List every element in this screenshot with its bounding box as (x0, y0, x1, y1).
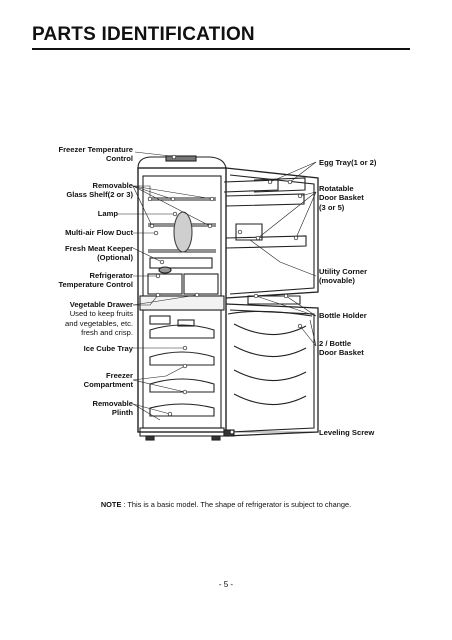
label-line: Ice Cube Tray (83, 344, 133, 353)
label-ice-cube-tray: Ice Cube Tray (30, 344, 133, 353)
label-line: Bottle Holder (319, 311, 367, 320)
label-bottle-holder: Bottle Holder (319, 311, 429, 320)
label-line: Vegetable Drawer (69, 300, 133, 309)
label-line: Plinth (111, 408, 133, 418)
label-line: (movable) (319, 276, 355, 286)
label-line: Fresh Meat Keeper (65, 244, 133, 253)
label-glass-shelf: Removable Glass Shelf(2 or 3) (40, 181, 133, 200)
label-line: Removable (92, 181, 133, 190)
label-utility-corner: Utility Corner (movable) (319, 267, 429, 286)
note-prefix: NOTE (100, 500, 122, 509)
page-title: PARTS IDENTIFICATION (32, 24, 255, 45)
label-line: fresh and crisp. (81, 328, 133, 338)
label-lamp: Lamp (40, 209, 118, 218)
label-removable-plinth: Removable Plinth (30, 399, 133, 418)
label-multi-air-duct: Multi-air Flow Duct (30, 228, 133, 237)
label-fresh-meat-keeper: Fresh Meat Keeper (Optional) (30, 244, 133, 263)
label-freezer-temp-control: Freezer Temperature Control (40, 145, 133, 164)
label-line: Freezer Temperature (58, 145, 133, 154)
label-freezer-compartment: Freezer Compartment (30, 371, 133, 390)
label-line: Door Basket (319, 348, 364, 358)
lower-door (225, 303, 319, 437)
label-line: Utility Corner (319, 267, 368, 276)
label-line: 2 / Bottle (319, 339, 352, 348)
title-rule (32, 48, 410, 50)
label-line: Leveling Screw (319, 428, 375, 437)
label-line: Glass Shelf(2 or 3) (66, 190, 133, 200)
note: NOTE : This is a basic model. The shape … (0, 500, 452, 509)
label-line: Lamp (97, 209, 118, 218)
label-vegetable-drawer: Vegetable Drawer Used to keep fruits and… (30, 300, 133, 338)
label-fridge-temp-control: Refrigerator Temperature Control (30, 271, 133, 290)
label-line: Multi-air Flow Duct (65, 228, 133, 237)
label-line: and vegetables, etc. (65, 318, 133, 328)
label-line: Freezer (105, 371, 133, 380)
label-line: Control (106, 154, 133, 164)
label-egg-tray: Egg Tray(1 or 2) (319, 158, 429, 167)
label-leveling-screw: Leveling Screw (319, 428, 429, 437)
page-number: - 5 - (218, 580, 234, 589)
label-line: (3 or 5) (319, 202, 345, 212)
note-text: : This is a basic model. The shape of re… (121, 500, 352, 509)
upper-door (225, 167, 319, 299)
label-line: Compartment (83, 380, 133, 390)
label-line: Door Basket (319, 193, 364, 203)
label-line: Removable (92, 399, 133, 408)
label-line: Egg Tray(1 or 2) (319, 158, 377, 167)
label-line: Refrigerator (89, 271, 133, 280)
label-line: Temperature Control (58, 280, 133, 290)
label-line: (Optional) (97, 253, 133, 263)
label-line: Used to keep fruits (69, 309, 133, 319)
cabinet-outline (137, 167, 227, 433)
label-door-basket: Rotatable Door Basket (3 or 5) (319, 184, 429, 212)
label-line: Rotatable (319, 184, 354, 193)
label-bottle-door-basket: 2 / Bottle Door Basket (319, 339, 429, 358)
